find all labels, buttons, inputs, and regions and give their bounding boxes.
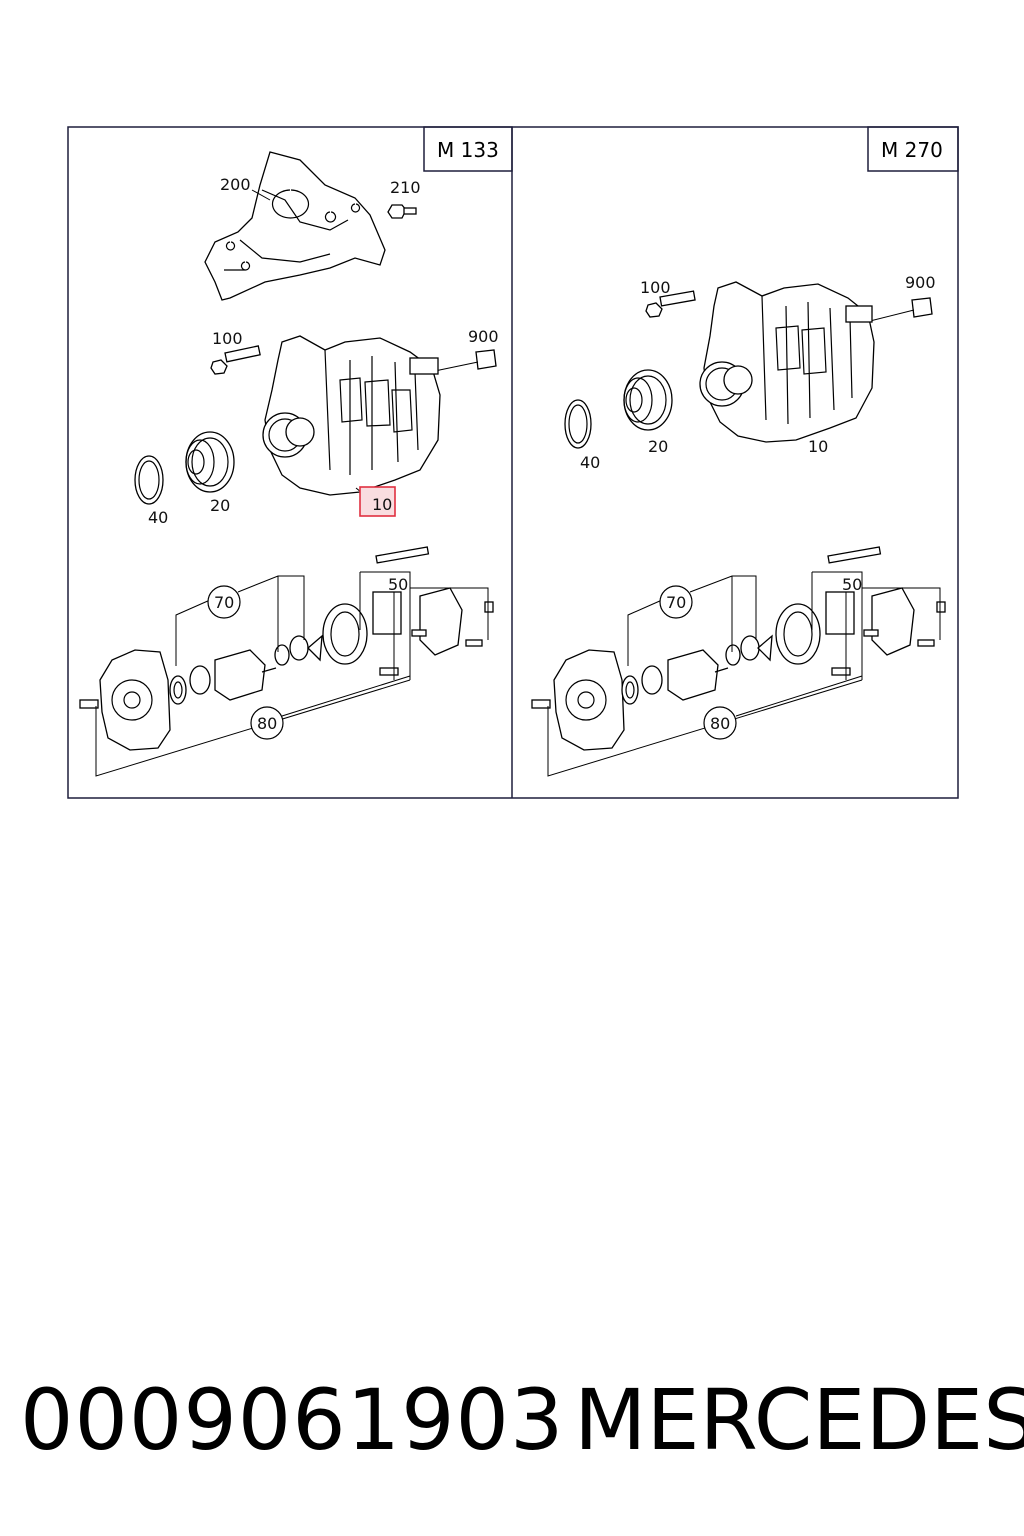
callout-70: 70 xyxy=(666,593,686,612)
callout-group-80[interactable]: 80 xyxy=(703,706,737,740)
bolt-part-100[interactable]: 100 xyxy=(640,278,696,318)
pulley-part-20[interactable]: 20 xyxy=(185,431,235,515)
callout-200: 200 xyxy=(220,175,251,194)
callout-100: 100 xyxy=(640,278,671,297)
callout-210: 210 xyxy=(390,178,421,197)
cap-part-900[interactable]: 900 xyxy=(429,327,499,373)
engine-tag-label: M 133 xyxy=(437,138,499,162)
exploded-assembly xyxy=(79,546,494,777)
callout-20: 20 xyxy=(648,437,668,456)
callout-80: 80 xyxy=(710,714,730,733)
o-ring-part-40[interactable]: 40 xyxy=(564,399,600,472)
exploded-assembly xyxy=(531,546,946,777)
o-ring-part-40[interactable]: 40 xyxy=(134,455,168,527)
parts-diagram: M 133 200 210 100 900 xyxy=(67,126,959,799)
alternator-part-10[interactable]: 10 xyxy=(699,281,875,456)
callout-50[interactable]: 50 xyxy=(388,575,408,594)
heat-shield-part-200[interactable]: 200 xyxy=(204,151,386,301)
callout-80: 80 xyxy=(257,714,277,733)
panel-m270: M 270 100 900 10 40 xyxy=(531,126,959,777)
engine-tag-m133[interactable]: M 133 xyxy=(423,126,513,172)
callout-group-80[interactable]: 80 xyxy=(250,706,284,740)
callout-10: 10 xyxy=(808,437,828,456)
callout-group-70[interactable]: 70 xyxy=(659,585,693,619)
bolt-part-100[interactable]: 100 xyxy=(210,329,261,375)
bolt-part-210[interactable]: 210 xyxy=(387,178,421,219)
callout-100: 100 xyxy=(212,329,243,348)
footer: 0009061903 MERCEDES xyxy=(0,1370,1024,1470)
panel-m133: M 133 200 210 100 900 xyxy=(79,126,513,777)
callout-20: 20 xyxy=(210,496,230,515)
callout-40: 40 xyxy=(580,453,600,472)
brand-name: MERCEDES xyxy=(574,1371,1024,1469)
alternator-part-10[interactable]: 10 xyxy=(262,335,441,517)
pulley-part-20[interactable]: 20 xyxy=(623,369,673,456)
callout-900: 900 xyxy=(905,273,936,292)
callout-10-highlight xyxy=(359,486,396,517)
part-number: 0009061903 xyxy=(20,1371,565,1469)
engine-tag-m270[interactable]: M 270 xyxy=(867,126,959,172)
diagram-frame xyxy=(67,126,959,799)
callout-900: 900 xyxy=(468,327,499,346)
callout-10: 10 xyxy=(372,495,392,514)
callout-group-70[interactable]: 70 xyxy=(207,585,241,619)
cap-part-900[interactable]: 900 xyxy=(865,273,936,323)
callout-50[interactable]: 50 xyxy=(842,575,862,594)
engine-tag-label: M 270 xyxy=(881,138,943,162)
callout-40: 40 xyxy=(148,508,168,527)
callout-70: 70 xyxy=(214,593,234,612)
